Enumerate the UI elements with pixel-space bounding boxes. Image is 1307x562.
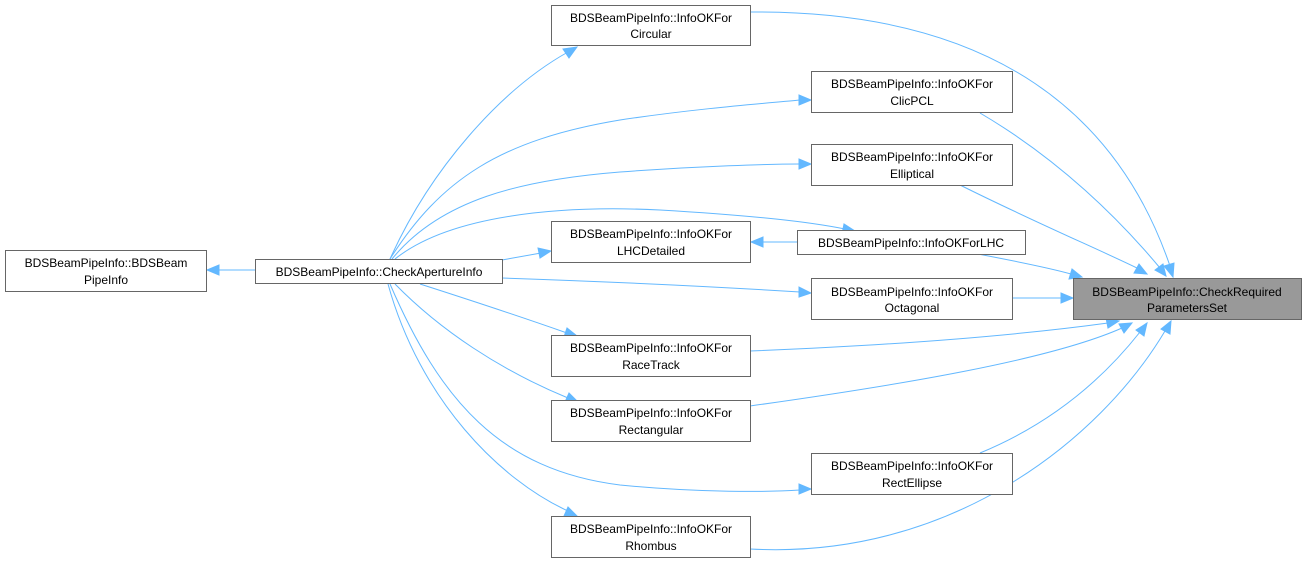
edge-circular-to-required [749, 11, 1171, 267]
node-box [551, 221, 751, 263]
edge-rectellipse-to-check [389, 283, 801, 492]
node-label-line2: ParametersSet [1147, 301, 1228, 315]
arrowhead [1068, 268, 1084, 280]
node-box [797, 230, 1026, 255]
arrowhead [205, 264, 220, 276]
node-label-line1: BDSBeamPipeInfo::BDSBeam [25, 256, 188, 270]
arrowhead [1135, 321, 1148, 337]
arrowhead [1133, 263, 1149, 275]
node-box [811, 144, 1013, 186]
arrowhead [749, 236, 764, 248]
node-label: BDSBeamPipeInfo::CheckApertureInfo [276, 265, 483, 279]
node-box [811, 453, 1013, 495]
arrowhead [798, 483, 813, 495]
nodes: BDSBeamPipeInfo::BDSBeam PipeInfo BDSBea… [5, 5, 1302, 558]
node-bdsbeampipeinfo-constructor[interactable]: BDSBeamPipeInfo::BDSBeam PipeInfo [5, 250, 207, 292]
node-box [551, 516, 751, 558]
node-box-highlighted [1073, 278, 1302, 320]
edge-lhc-to-check [394, 208, 846, 260]
node-label: BDSBeamPipeInfo::InfoOKForLHC [818, 236, 1004, 250]
node-label-line1: BDSBeamPipeInfo::InfoOKFor [831, 77, 993, 91]
node-label-line2: PipeInfo [84, 273, 128, 287]
node-infookfor-rectangular[interactable]: BDSBeamPipeInfo::InfoOKFor Rectangular [551, 400, 751, 442]
edge-clicpcl-to-required [979, 112, 1161, 269]
arrowhead [537, 247, 553, 259]
arrowhead [1060, 292, 1075, 304]
edge-rhombus-to-check [387, 283, 569, 512]
arrowhead [1154, 263, 1167, 277]
arrowhead [563, 506, 579, 517]
edge-rectellipse-to-required [979, 331, 1141, 454]
node-label-line1: BDSBeamPipeInfo::InfoOKFor [570, 227, 732, 241]
node-label-line1: BDSBeamPipeInfo::InfoOKFor [831, 285, 993, 299]
node-label-line2: RaceTrack [622, 358, 681, 372]
arrowhead [562, 46, 579, 59]
node-infookfor-racetrack[interactable]: BDSBeamPipeInfo::InfoOKFor RaceTrack [551, 335, 751, 377]
edge-lhc-to-required [977, 253, 1072, 275]
node-label-line2: Rhombus [625, 539, 676, 553]
node-box [5, 250, 207, 292]
node-infookfor-circular[interactable]: BDSBeamPipeInfo::InfoOKFor Circular [551, 5, 751, 46]
node-infookfor-octagonal[interactable]: BDSBeamPipeInfo::InfoOKFor Octagonal [811, 278, 1013, 320]
edge-clicpcl-to-check [389, 99, 801, 260]
node-box [255, 259, 503, 284]
arrowhead [798, 94, 813, 106]
edge-rectangular-to-check [394, 283, 569, 399]
node-infookfor-rhombus[interactable]: BDSBeamPipeInfo::InfoOKFor Rhombus [551, 516, 751, 558]
arrowhead [1118, 322, 1134, 334]
node-label-line1: BDSBeamPipeInfo::InfoOKFor [570, 406, 732, 420]
arrowhead [798, 158, 813, 170]
node-label-line1: BDSBeamPipeInfo::InfoOKFor [831, 150, 993, 164]
node-label-line1: BDSBeamPipeInfo::InfoOKFor [570, 11, 732, 25]
node-infookfor-elliptical[interactable]: BDSBeamPipeInfo::InfoOKFor Elliptical [811, 144, 1013, 186]
node-check-aperture-info[interactable]: BDSBeamPipeInfo::CheckApertureInfo [255, 259, 503, 284]
node-check-required-parameters-set[interactable]: BDSBeamPipeInfo::CheckRequired Parameter… [1073, 278, 1302, 320]
node-label-line2: LHCDetailed [617, 244, 685, 258]
node-infookforlhc[interactable]: BDSBeamPipeInfo::InfoOKForLHC [797, 230, 1026, 255]
node-label-line2: Elliptical [890, 167, 934, 181]
node-label-line1: BDSBeamPipeInfo::CheckRequired [1092, 285, 1281, 299]
edge-lhcdetailed-to-check [501, 252, 542, 261]
edges [205, 11, 1175, 551]
edge-circular-to-check [389, 51, 569, 260]
node-box [811, 278, 1013, 320]
node-box [551, 400, 751, 442]
node-infookfor-lhcdetailed[interactable]: BDSBeamPipeInfo::InfoOKFor LHCDetailed [551, 221, 751, 263]
node-infookfor-clicpcl[interactable]: BDSBeamPipeInfo::InfoOKFor ClicPCL [811, 71, 1013, 113]
arrowhead [798, 286, 813, 298]
node-box [811, 71, 1013, 113]
edge-elliptical-to-required [959, 184, 1138, 269]
node-label-line1: BDSBeamPipeInfo::InfoOKFor [570, 522, 732, 536]
node-box [551, 5, 751, 46]
node-label-line1: BDSBeamPipeInfo::InfoOKFor [831, 459, 993, 473]
node-label-line2: Rectangular [619, 423, 684, 437]
edge-racetrack-to-required [749, 322, 1109, 352]
node-box [551, 335, 751, 377]
node-infookfor-rectellipse[interactable]: BDSBeamPipeInfo::InfoOKFor RectEllipse [811, 453, 1013, 495]
node-label-line2: RectEllipse [882, 476, 942, 490]
edge-rectangular-to-required [749, 327, 1123, 407]
node-label-line1: BDSBeamPipeInfo::InfoOKFor [570, 341, 732, 355]
edge-racetrack-to-check [419, 283, 568, 334]
edge-octagonal-to-check [501, 277, 801, 293]
edge-rhombus-to-required [749, 330, 1166, 551]
node-label-line2: Circular [630, 27, 671, 41]
node-label-line2: Octagonal [885, 301, 940, 315]
node-label-line2: ClicPCL [890, 94, 934, 108]
edge-elliptical-to-check [391, 163, 801, 260]
arrowhead [1160, 319, 1172, 335]
arrowhead [1163, 262, 1175, 279]
